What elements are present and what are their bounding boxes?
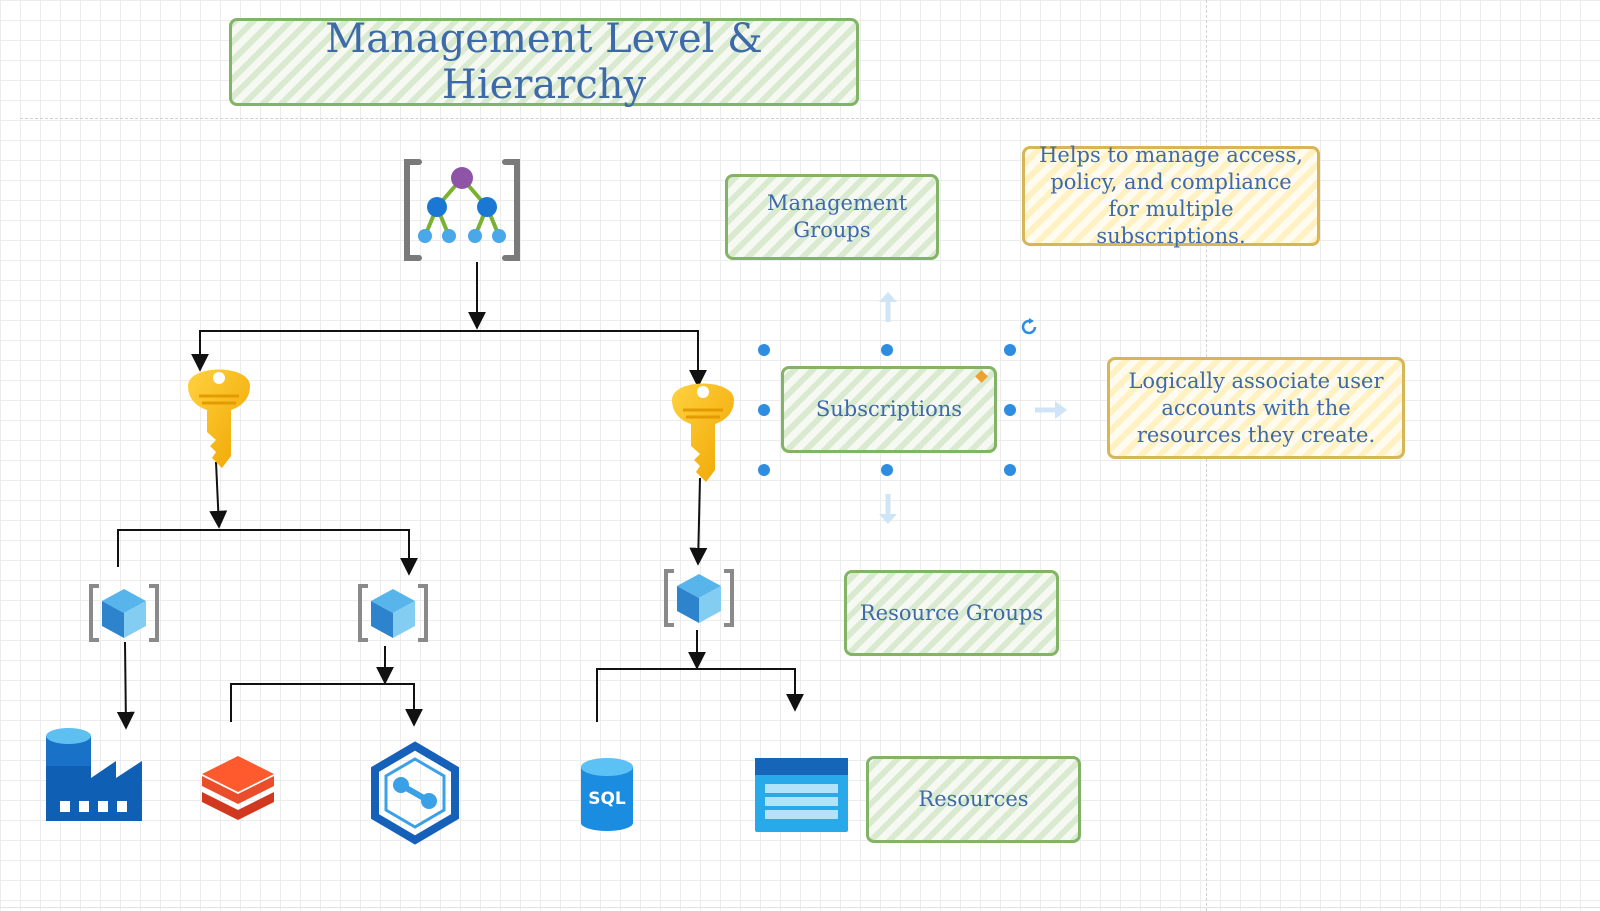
selection-handle-w[interactable] — [758, 404, 770, 416]
selection-handle-s[interactable] — [881, 464, 893, 476]
connect-arrow-right-icon[interactable] — [1033, 398, 1069, 422]
connector-rg2-bus — [230, 683, 423, 727]
connector-key-left-down — [209, 461, 228, 529]
resource-group-cube-icon-1 — [89, 584, 159, 642]
management-group-icon — [404, 159, 520, 261]
management-groups-label-text: Management Groups — [767, 191, 908, 242]
connector-key-right-down — [689, 477, 708, 566]
sql-database-icon: SQL — [581, 758, 633, 831]
databricks-icon — [202, 756, 274, 820]
page-break-horizontal — [20, 118, 1600, 119]
sql-icon-text: SQL — [588, 789, 626, 809]
diagram-title[interactable]: Management Level & Hierarchy — [229, 16, 859, 108]
selection-handle-ne[interactable] — [1004, 344, 1016, 356]
connectors — [116, 262, 804, 730]
canvas-bottom-edge — [0, 907, 1600, 908]
key-icon-subscription-2 — [670, 382, 736, 484]
key-icon-subscription-1 — [186, 368, 252, 470]
synapse-analytics-icon — [371, 741, 459, 845]
storage-account-icon — [755, 758, 848, 832]
resource-groups-label-text: Resource Groups — [859, 600, 1044, 625]
connector-subscriptions-bus — [199, 330, 707, 388]
management-groups-label[interactable]: Management Groups — [725, 174, 939, 260]
connector-rg3-bus — [596, 668, 804, 722]
resource-groups-label[interactable]: Resource Groups — [844, 570, 1059, 656]
subscriptions-label-text: Subscriptions — [815, 397, 963, 421]
subscriptions-note[interactable]: Logically associate user accounts with t… — [1107, 357, 1405, 459]
selection-handle-nw[interactable] — [758, 344, 770, 356]
selection-handle-se[interactable] — [1004, 464, 1016, 476]
connect-arrow-up-icon[interactable] — [876, 290, 900, 324]
subscriptions-label[interactable]: Subscriptions — [781, 366, 997, 453]
selection-handle-e[interactable] — [1004, 404, 1016, 416]
selection-handle-n[interactable] — [881, 344, 893, 356]
rotate-handle-icon[interactable] — [1018, 316, 1040, 338]
diagram-title-text: Management Level & Hierarchy — [325, 16, 763, 108]
resource-group-cube-icon-2 — [358, 584, 428, 642]
resources-label[interactable]: Resources — [866, 756, 1081, 843]
connector-rg1-to-adf — [116, 641, 135, 730]
subscriptions-note-text: Logically associate user accounts with t… — [1128, 368, 1384, 447]
connector-rg-bus-left — [117, 529, 418, 576]
connect-arrow-down-icon[interactable] — [876, 492, 900, 526]
management-groups-note-text: Helps to manage access, policy, and comp… — [1039, 143, 1303, 248]
data-factory-icon — [46, 728, 142, 821]
selection-handle-sw[interactable] — [758, 464, 770, 476]
resources-label-text: Resources — [918, 787, 1029, 811]
management-groups-note[interactable]: Helps to manage access, policy, and comp… — [1022, 143, 1320, 248]
resource-group-cube-icon-3 — [664, 569, 734, 627]
